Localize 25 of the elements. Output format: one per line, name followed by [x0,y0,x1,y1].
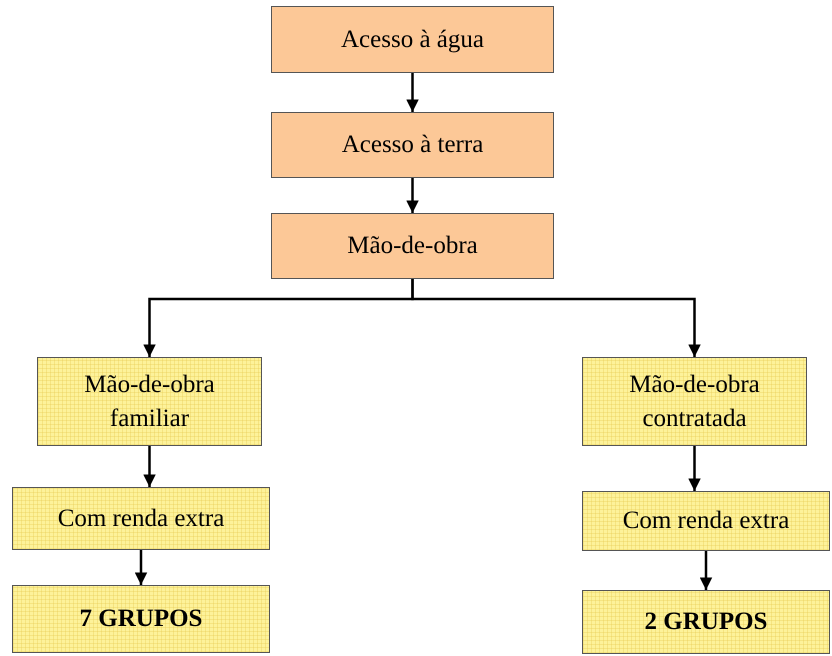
process-box [582,590,830,654]
process-box [582,357,807,446]
arrow [700,551,712,590]
box-label: Acesso à terra [342,130,484,160]
box-label: Com renda extra [622,506,790,536]
process-box [37,357,262,446]
arrow [688,446,701,491]
box-label: 7 GRUPOS [80,604,202,634]
box-label: Mão-de-obra [347,231,478,262]
arrow [406,178,419,213]
process-box [271,213,554,279]
box-label: 2 GRUPOS [644,607,768,638]
box-label: Acesso à água [341,24,484,55]
process-box [582,491,830,551]
process-box [12,487,270,550]
box-label: Mão-de-obra contratada [628,370,761,434]
box-label: Com renda extra [58,504,224,534]
arrow [134,550,148,585]
arrow [411,279,701,357]
arrow [406,73,419,112]
arrow [143,446,156,487]
process-box [12,585,270,653]
box-label: Mão-de-obra familiar [83,370,216,434]
process-box [271,6,554,73]
process-box [271,112,554,178]
